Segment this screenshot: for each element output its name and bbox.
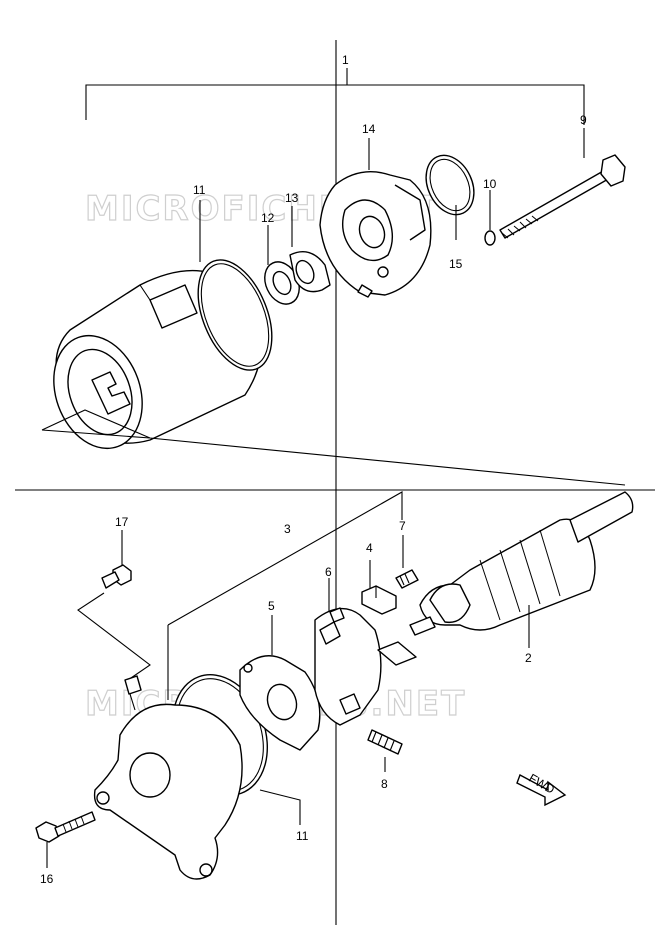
callout-6: 6 <box>325 565 332 579</box>
callout-14: 14 <box>362 122 376 136</box>
part-6-brush-holder <box>314 607 417 726</box>
part-17-screw <box>101 564 132 589</box>
callout-16: 16 <box>40 872 54 886</box>
part-7-screw <box>395 569 419 589</box>
callout-2: 2 <box>525 651 532 665</box>
part-16-bolt <box>35 811 96 843</box>
callout-11-bottom: 11 <box>296 829 309 843</box>
callout-1: 1 <box>342 53 349 67</box>
part-2-armature <box>409 491 634 636</box>
housing-base-line <box>41 429 151 439</box>
housing-perspective-line <box>41 409 626 486</box>
callout-3: 3 <box>284 522 291 536</box>
part-3-rear-housing <box>93 675 243 880</box>
part-13-thrust-washer <box>289 251 331 293</box>
part-8-spring <box>367 729 403 755</box>
callout-5: 5 <box>268 599 275 613</box>
callout-15: 15 <box>449 257 463 271</box>
fwd-arrow: FWD <box>516 771 567 807</box>
callout-8: 8 <box>381 777 388 791</box>
part-10-lock-ring <box>484 230 496 246</box>
callout-11-top: 11 <box>193 183 206 197</box>
callout-12: 12 <box>261 211 275 225</box>
part-4-brush <box>361 585 397 615</box>
part-17-leader <box>77 592 151 681</box>
part-5-brush-plate <box>239 655 321 751</box>
callout-13: 13 <box>285 191 299 205</box>
callout-4: 4 <box>366 541 373 555</box>
callout-10: 10 <box>483 177 497 191</box>
assembly-bracket-1 <box>85 68 585 125</box>
part-3-bracket <box>167 491 403 626</box>
part-12-washer <box>264 261 300 305</box>
callout-7: 7 <box>399 519 406 533</box>
part-9-through-bolt <box>499 154 626 239</box>
callout-9: 9 <box>580 113 587 127</box>
leader-lines <box>46 128 585 868</box>
callout-17: 17 <box>115 515 129 529</box>
part-14-end-cover <box>319 171 432 298</box>
